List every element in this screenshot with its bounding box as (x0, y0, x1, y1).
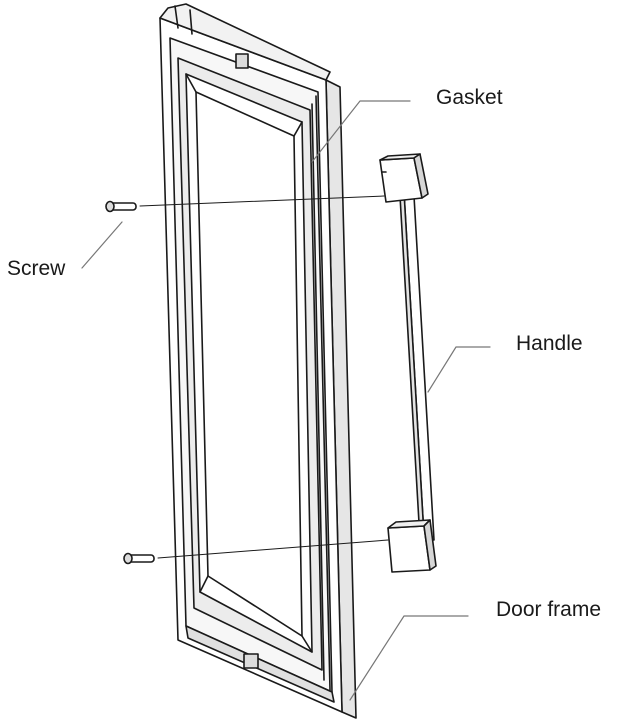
alignment-lines (139, 195, 389, 559)
door-frame-label: Door frame (496, 598, 602, 621)
screw-top (105, 200, 137, 213)
handle (379, 153, 437, 573)
door-frame-leader (349, 615, 469, 701)
gasket-leader (311, 100, 411, 163)
handle-leader (427, 346, 491, 393)
handle-label: Handle (516, 332, 583, 355)
screw-bottom (123, 552, 155, 565)
door-frame (159, 3, 357, 719)
leader-lines (81, 100, 491, 701)
gasket-label: Gasket (436, 86, 503, 109)
screw-leader (81, 221, 123, 269)
screw-label: Screw (7, 257, 66, 280)
